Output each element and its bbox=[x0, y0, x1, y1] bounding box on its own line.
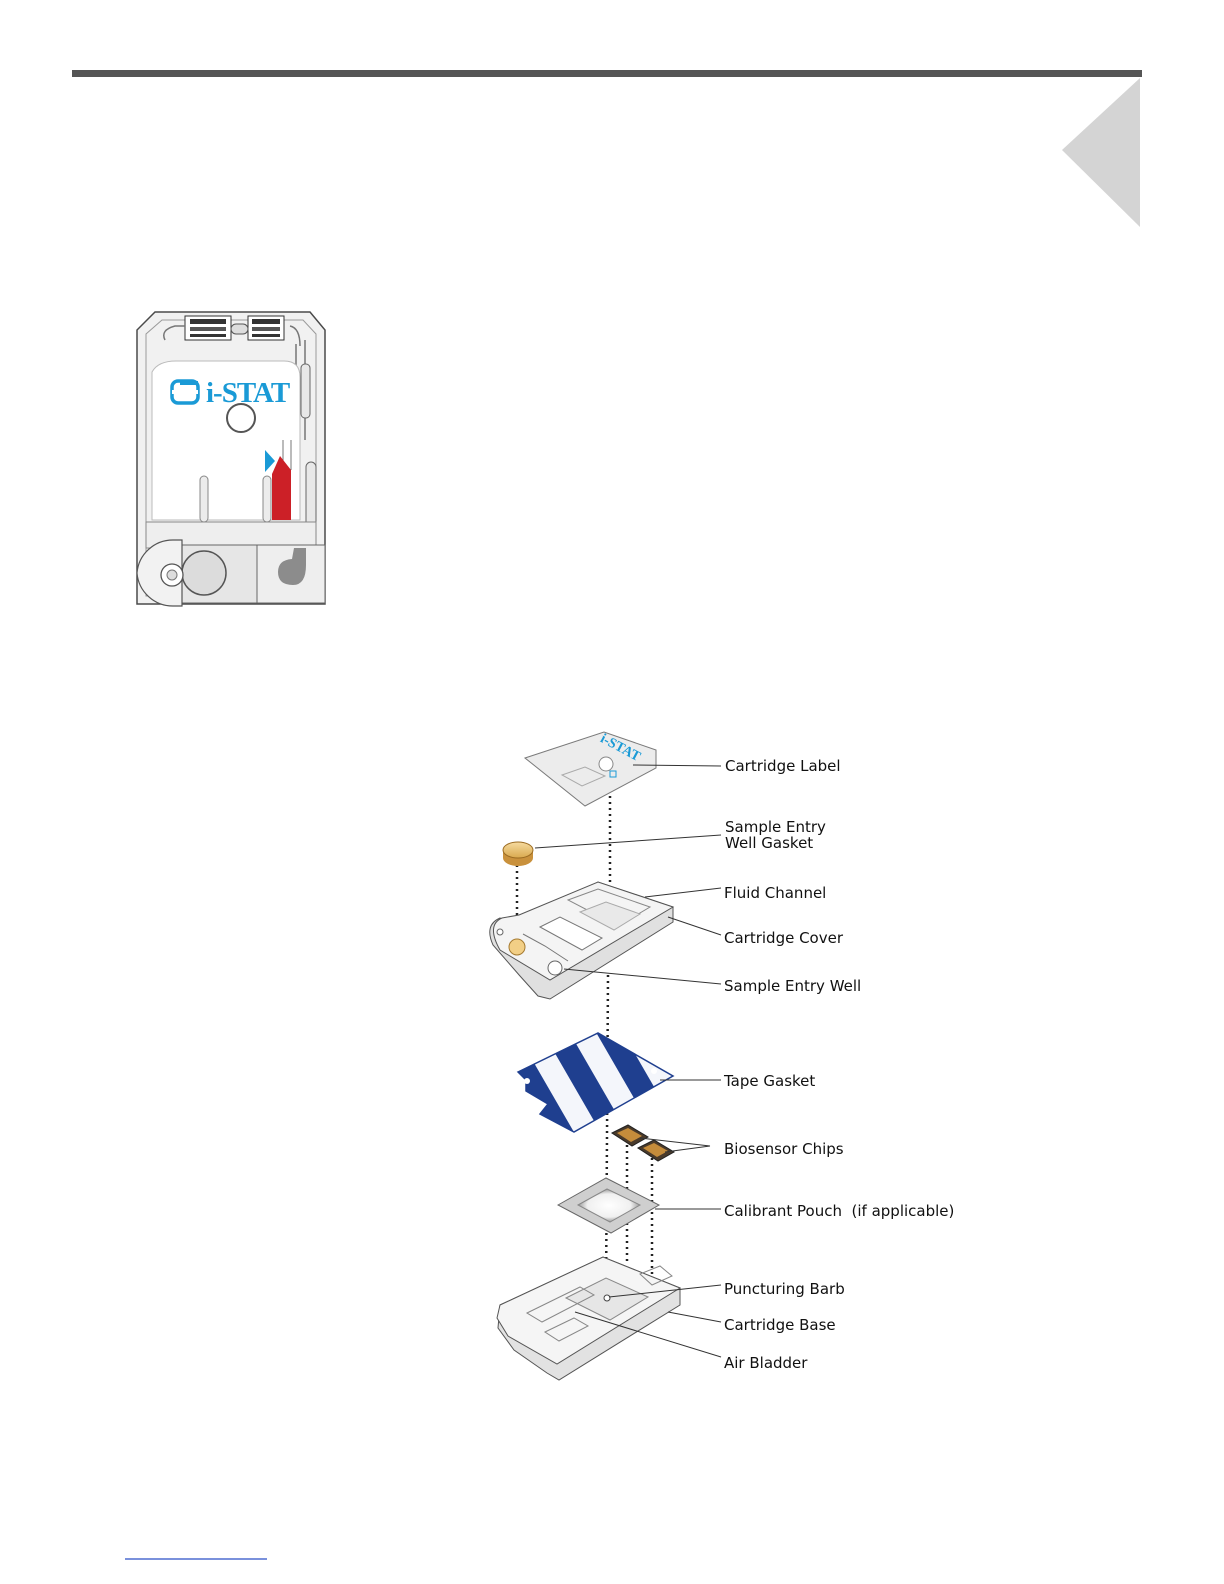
cartridge-top-view: i-STAT bbox=[137, 312, 325, 606]
header-rule bbox=[72, 70, 1142, 77]
callout-calibrant-pouch: Calibrant Pouch (if applicable) bbox=[724, 1202, 954, 1220]
calibrant-pouch-part bbox=[558, 1178, 659, 1233]
istat-logo: i-STAT bbox=[172, 377, 290, 409]
vent-slot bbox=[263, 476, 271, 522]
callout-sample-entry-well: Sample Entry Well bbox=[724, 977, 861, 995]
sample-entry-well-gasket-part bbox=[503, 842, 533, 866]
callout-tape-gasket: Tape Gasket bbox=[723, 1072, 815, 1090]
callout-biosensor-chips: Biosensor Chips bbox=[724, 1140, 844, 1158]
corner-tab-triangle bbox=[1062, 78, 1140, 227]
vent-slot bbox=[200, 476, 208, 522]
sample-port bbox=[227, 404, 255, 432]
callout-cartridge-cover: Cartridge Cover bbox=[724, 929, 844, 947]
callout-labels: Cartridge Label Sample Entry Well Gasket… bbox=[723, 757, 954, 1372]
tape-gasket-part bbox=[518, 1033, 673, 1132]
air-bladder-round bbox=[182, 551, 226, 595]
istat-logo-text: i-STAT bbox=[206, 377, 290, 409]
exploded-view: i-STAT bbox=[490, 731, 955, 1380]
cartridge-label-part: i-STAT bbox=[525, 731, 656, 806]
callout-sample-entry-well-gasket-line2: Well Gasket bbox=[725, 834, 813, 852]
callout-fluid-channel: Fluid Channel bbox=[724, 884, 826, 902]
cartridge-cover-part bbox=[490, 882, 673, 999]
callout-cartridge-base: Cartridge Base bbox=[724, 1316, 836, 1334]
callout-air-bladder: Air Bladder bbox=[724, 1354, 808, 1372]
biosensor-chips-part bbox=[612, 1125, 674, 1161]
callout-puncturing-barb: Puncturing Barb bbox=[724, 1280, 845, 1298]
callout-cartridge-label: Cartridge Label bbox=[725, 757, 841, 775]
cartridge-base-part bbox=[497, 1257, 680, 1380]
